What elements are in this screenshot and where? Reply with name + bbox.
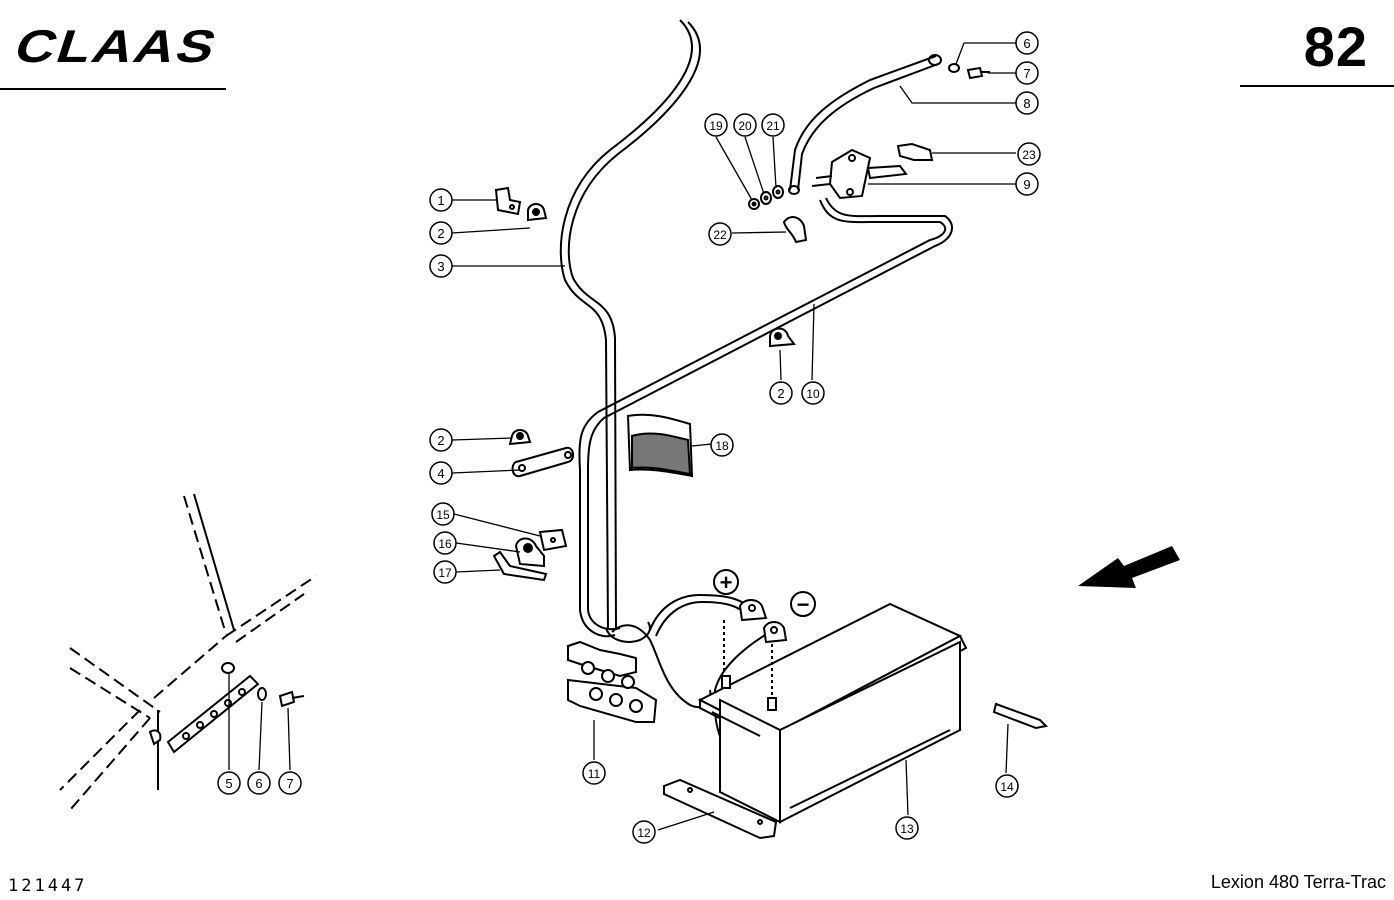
callout-18: 18 (710, 433, 734, 457)
callout-2: 2 (769, 381, 793, 405)
callout-label: 7 (286, 776, 293, 791)
cable-8 (788, 54, 942, 195)
positive-terminal-symbol: + (713, 569, 739, 595)
callout-14: 14 (995, 774, 1019, 798)
callout-label: 16 (438, 537, 452, 551)
callout-2: 2 (429, 428, 453, 452)
callout-label: 3 (437, 259, 444, 274)
callout-23: 23 (1017, 142, 1041, 166)
callout-label: 1 (437, 193, 444, 208)
part-5-ground-bar (148, 662, 260, 754)
callout-label: 2 (777, 386, 784, 401)
model-name: Lexion 480 Terra-Trac (1210, 872, 1386, 892)
part-13-battery (697, 602, 968, 824)
callout-label: 22 (713, 228, 727, 242)
callout-7: 7 (278, 771, 302, 795)
negative-symbol-text: − (797, 592, 810, 617)
callout-label: 11 (588, 767, 601, 781)
cable-3 (559, 19, 701, 631)
callout-label: 19 (709, 119, 723, 133)
part-9-relay (811, 148, 908, 200)
callout-17: 17 (433, 560, 457, 584)
callout-16: 16 (433, 531, 457, 555)
cable-10 (578, 197, 954, 638)
callout-11: 11 (582, 761, 606, 785)
callout-6: 6 (1015, 31, 1039, 55)
callout-2: 2 (429, 221, 453, 245)
part-21-washer (772, 185, 784, 199)
callout-15: 15 (431, 502, 455, 526)
terminal-clamp-negative (762, 621, 788, 696)
part-2-clamp-middle (769, 327, 796, 348)
callout-label: 6 (255, 776, 262, 791)
part-23-connector (896, 142, 934, 161)
part-6-washer-bottom (257, 687, 267, 701)
callout-22: 22 (708, 222, 732, 246)
claas-logo: CLAAS (8, 21, 225, 73)
callout-5: 5 (217, 771, 241, 795)
part-22-clip (782, 216, 808, 244)
part-18-pad (626, 413, 694, 478)
negative-terminal-symbol: − (790, 591, 816, 617)
part-2-clamp-top (527, 203, 548, 222)
callout-6: 6 (247, 771, 271, 795)
part-17-clip (492, 550, 548, 582)
page-number: 82 (1303, 15, 1368, 78)
callout-label: 4 (437, 466, 444, 481)
callout-13: 13 (895, 816, 919, 840)
callout-label: 13 (900, 822, 914, 836)
callout-9: 9 (1015, 172, 1039, 196)
callout-label: 14 (1000, 780, 1014, 794)
part-6-washer-top (948, 63, 960, 73)
callout-label: 15 (436, 508, 450, 522)
positive-symbol-text: + (720, 570, 733, 595)
part-1-bracket (494, 186, 522, 216)
part-11-grommet (567, 640, 658, 723)
callout-19: 19 (704, 113, 728, 137)
callout-label: 6 (1023, 36, 1030, 51)
part-20-washer (760, 191, 772, 205)
callout-20: 20 (733, 113, 757, 137)
part-19-nut (748, 198, 760, 210)
part-12-bracket (663, 778, 778, 840)
callout-label: 2 (437, 226, 444, 241)
document-id: 121447 (8, 876, 88, 896)
callout-label: 8 (1023, 96, 1030, 111)
callout-12: 12 (632, 820, 656, 844)
callout-label: 20 (738, 119, 752, 133)
logo-text: CLAAS (8, 21, 225, 73)
callout-4: 4 (429, 461, 453, 485)
callout-21: 21 (761, 113, 785, 137)
part-15-plate (538, 528, 568, 552)
terminal-clamp-positive (723, 599, 768, 672)
leader-lines (228, 42, 1016, 831)
callout-label: 18 (715, 439, 729, 453)
callout-label: 12 (637, 826, 651, 840)
part-7-bolt-top (966, 66, 990, 80)
callout-label: 2 (437, 433, 444, 448)
callout-label: 21 (766, 119, 780, 133)
callout-3: 3 (429, 254, 453, 278)
callout-label: 5 (225, 776, 232, 791)
callout-label: 10 (806, 387, 820, 401)
part-2-clamp-lower (508, 429, 532, 446)
callout-label: 23 (1022, 148, 1036, 162)
callout-label: 7 (1023, 66, 1030, 81)
part-7-bolt-bottom (278, 690, 305, 708)
mounting-detail (59, 493, 317, 811)
callout-label: 9 (1023, 177, 1030, 192)
callout-7: 7 (1015, 61, 1039, 85)
part-4-strap (511, 446, 574, 478)
callout-8: 8 (1015, 91, 1039, 115)
part-16-clamp (514, 537, 545, 568)
callout-10: 10 (801, 381, 825, 405)
callout-label: 17 (438, 566, 452, 580)
part-14-strap (992, 702, 1049, 730)
direction-arrow (1078, 546, 1180, 588)
callout-1: 1 (429, 188, 453, 212)
